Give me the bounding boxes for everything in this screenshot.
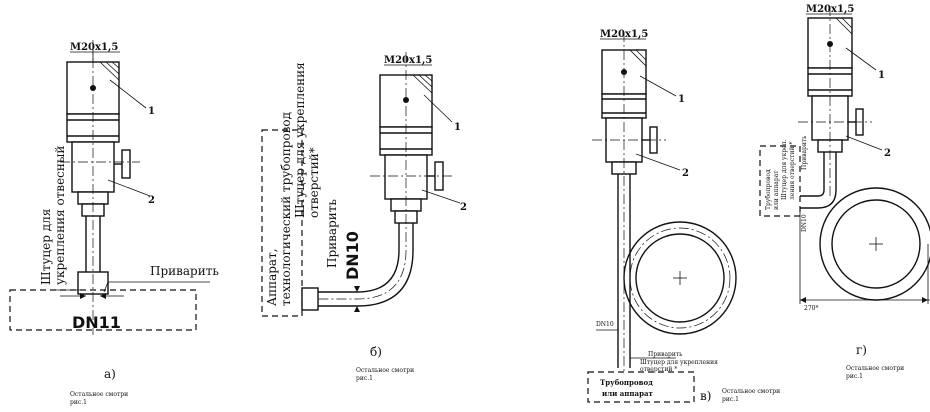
callout-1-g: 1: [878, 70, 885, 81]
fitting-note-v-line1: Штуцер для укрепления: [640, 359, 718, 366]
dn-label-v: DN10: [596, 321, 614, 328]
footnote-g-line2: рис.1: [846, 373, 863, 380]
dn-label-b: DN10: [343, 231, 362, 280]
pipeline-box: [587, 371, 695, 403]
pipe-bend: [318, 223, 400, 293]
figure-g: Трубопровод или аппарат Штуцер для укреп…: [759, 4, 930, 380]
footnote-g-line1: Остальное смотри: [846, 365, 904, 372]
callout-1-v: 1: [678, 94, 685, 105]
dim-label-g: 270*: [804, 305, 818, 312]
weld-note-b: Приварить: [325, 199, 339, 268]
dn-label-a: DN11: [72, 313, 121, 332]
footnote-a-line1: Остальное смотри: [70, 391, 128, 398]
valve-handle: [121, 149, 131, 179]
footnote-b-line2: рис.1: [356, 375, 373, 382]
vessel-outline: [9, 289, 197, 331]
gauge-hatch: [412, 74, 433, 94]
vessel-note-b-line2: технологический трубопровод: [279, 112, 293, 306]
weld-note-v: Приварить: [648, 351, 683, 358]
side-note-a-line2: укрепления отвесный: [53, 146, 67, 285]
thread-label-v: M20x1,5: [600, 29, 648, 40]
footnote-a-line2: рис.1: [70, 399, 87, 406]
callout-2-g: 2: [884, 148, 891, 159]
gauge-hatch: [629, 49, 647, 67]
callout-2-v: 2: [682, 168, 689, 179]
thread-label-a: M20x1,5: [70, 42, 118, 53]
callout-2-b: 2: [460, 202, 467, 213]
caption-g: г): [856, 343, 867, 357]
vessel-note-b-line1: Аппарат,: [265, 248, 279, 306]
gauge-center-mark: [403, 97, 409, 103]
coil-inner: [635, 233, 725, 323]
callout-2-a: 2: [148, 195, 155, 206]
weld-note-g: Приварить: [801, 135, 808, 170]
caption-v: в): [700, 389, 711, 403]
dn-label-g: DN10: [801, 214, 808, 232]
pipe-bend: [800, 189, 825, 197]
fitting-note-b-line1: Штуцер для укрепления: [293, 62, 307, 218]
thread-label-g: M20x1,5: [806, 4, 854, 15]
thread-label-b: M20x1,5: [384, 55, 432, 66]
fitting-note-v-line2: отверстий *: [640, 366, 677, 373]
callout-1-b: 1: [454, 122, 461, 133]
caption-b: б): [370, 345, 382, 359]
footnote-b-line1: Остальное смотри: [356, 367, 414, 374]
side-note-g-line1: Трубопровод: [765, 169, 772, 210]
figure-b: M20x1,5 1 2 Аппарат, технологический тру…: [261, 52, 467, 382]
fitting-note-b-line2: отверстий*: [307, 147, 321, 218]
box-note-v-line1: Трубопровод: [600, 378, 653, 387]
footnote-v-line1: Остальное смотри: [722, 388, 780, 395]
side-note-a-line1: Штуцер для: [39, 209, 53, 285]
figure-v: Трубопровод или аппарат M20x1,5 1 2 DN10…: [587, 29, 780, 403]
gauge-hatch: [99, 61, 120, 81]
box-note-v-line2: или аппарат: [602, 389, 654, 398]
side-note-g-line3: Штуцер для укреп.: [781, 139, 788, 200]
gauge-hatch: [835, 17, 853, 35]
callout-1-a: 1: [148, 106, 155, 117]
caption-a: а): [104, 367, 116, 381]
coil-outer: [623, 221, 737, 335]
figure-a: M20x1,5 1 2 Штуцер для укрепления отвесн…: [9, 40, 219, 406]
loop-inner: [831, 199, 921, 289]
gauge-center-mark: [90, 85, 96, 91]
side-note-g-line2: или аппарат: [773, 170, 780, 210]
footnote-v-line2: рис.1: [722, 396, 739, 403]
pipeline-box: [759, 145, 801, 217]
weld-note-a: Приварить: [150, 264, 219, 278]
vessel-outline: [261, 129, 303, 317]
side-note-g-line4: ления отверстий *: [789, 142, 796, 200]
